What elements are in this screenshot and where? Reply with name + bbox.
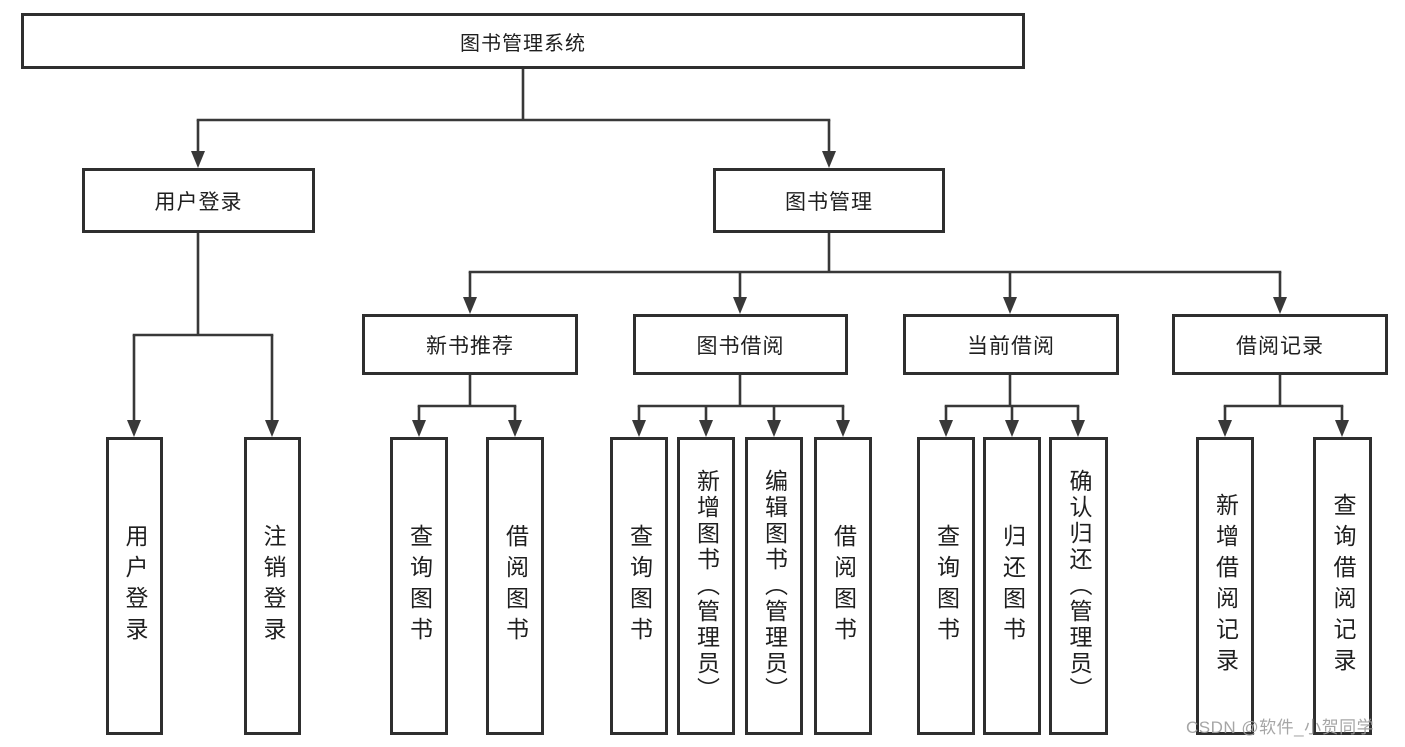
arrow-down-icon xyxy=(1218,420,1232,437)
watermark: CSDN @软件_小贺同学 xyxy=(1186,718,1375,737)
arrow-down-icon xyxy=(1003,297,1017,314)
node-user-login: 用户登录 xyxy=(82,168,315,233)
node-current-borrow: 当前借阅 xyxy=(903,314,1119,375)
leaf-user-login-label: 用户登录 xyxy=(122,524,148,648)
leaf-add-borrow-record: 新增借阅记录 xyxy=(1196,437,1254,735)
leaf-logout: 注销登录 xyxy=(244,437,301,735)
node-book-management: 图书管理 xyxy=(713,168,945,233)
leaf-confirm-return-admin-label: 确认归还（管理员） xyxy=(1066,469,1092,703)
node-borrow-records-label: 借阅记录 xyxy=(1236,334,1324,358)
node-new-book-recommend: 新书推荐 xyxy=(362,314,578,375)
leaf-borrow-query-books-label: 查询图书 xyxy=(626,524,653,648)
leaf-return-book-label: 归还图书 xyxy=(999,524,1026,648)
arrow-down-icon xyxy=(1005,420,1019,437)
leaf-recommend-borrow-books: 借阅图书 xyxy=(486,437,544,735)
leaf-return-book: 归还图书 xyxy=(983,437,1041,735)
connector-root-to-level2 xyxy=(191,69,836,168)
leaf-recommend-query-books: 查询图书 xyxy=(390,437,448,735)
arrow-down-icon xyxy=(836,420,850,437)
leaf-add-book-admin: 新增图书（管理员） xyxy=(677,437,735,735)
leaf-add-borrow-record-label: 新增借阅记录 xyxy=(1212,493,1239,679)
node-book-borrow-label: 图书借阅 xyxy=(696,334,785,358)
connector-borrow-records-to-leaves xyxy=(1218,375,1349,437)
node-borrow-records: 借阅记录 xyxy=(1172,314,1388,375)
leaf-borrow-borrow-books-label: 借阅图书 xyxy=(830,524,857,648)
arrow-down-icon xyxy=(463,297,477,314)
arrow-down-icon xyxy=(127,420,141,437)
arrow-down-icon xyxy=(939,420,953,437)
arrow-down-icon xyxy=(191,151,205,168)
leaf-query-borrow-record-label: 查询借阅记录 xyxy=(1330,493,1356,679)
leaf-current-query-books: 查询图书 xyxy=(917,437,975,735)
connector-new-book-recommend-to-leaves xyxy=(412,375,522,437)
node-book-management-label: 图书管理 xyxy=(785,190,873,214)
leaf-borrow-borrow-books: 借阅图书 xyxy=(814,437,872,735)
node-root: 图书管理系统 xyxy=(21,13,1025,69)
connector-book-management-to-level3 xyxy=(463,233,1287,314)
arrow-down-icon xyxy=(767,420,781,437)
arrow-down-icon xyxy=(1071,420,1085,437)
node-book-borrow: 图书借阅 xyxy=(633,314,848,375)
arrow-down-icon xyxy=(733,297,747,314)
arrow-down-icon xyxy=(1273,297,1287,314)
leaf-logout-label: 注销登录 xyxy=(260,524,286,648)
connector-user-login-to-leaves xyxy=(127,233,279,437)
leaf-edit-book-admin: 编辑图书（管理员） xyxy=(745,437,803,735)
node-root-label: 图书管理系统 xyxy=(460,32,586,55)
leaf-edit-book-admin-label: 编辑图书（管理员） xyxy=(761,469,788,703)
connector-current-borrow-to-leaves xyxy=(939,375,1085,437)
leaf-current-query-books-label: 查询图书 xyxy=(933,524,960,648)
leaf-confirm-return-admin: 确认归还（管理员） xyxy=(1049,437,1108,735)
node-new-book-recommend-label: 新书推荐 xyxy=(426,334,514,358)
leaf-add-book-admin-label: 新增图书（管理员） xyxy=(693,469,720,703)
arrow-down-icon xyxy=(822,151,836,168)
leaf-query-borrow-record: 查询借阅记录 xyxy=(1313,437,1372,735)
arrow-down-icon xyxy=(508,420,522,437)
arrow-down-icon xyxy=(265,420,279,437)
connector-book-borrow-to-leaves xyxy=(632,375,850,437)
leaf-user-login: 用户登录 xyxy=(106,437,163,735)
arrow-down-icon xyxy=(632,420,646,437)
arrow-down-icon xyxy=(412,420,426,437)
leaf-recommend-borrow-books-label: 借阅图书 xyxy=(502,524,529,648)
arrow-down-icon xyxy=(1335,420,1349,437)
node-current-borrow-label: 当前借阅 xyxy=(967,334,1055,358)
leaf-borrow-query-books: 查询图书 xyxy=(610,437,668,735)
leaf-recommend-query-books-label: 查询图书 xyxy=(406,524,433,648)
node-user-login-label: 用户登录 xyxy=(154,190,243,214)
arrow-down-icon xyxy=(699,420,713,437)
